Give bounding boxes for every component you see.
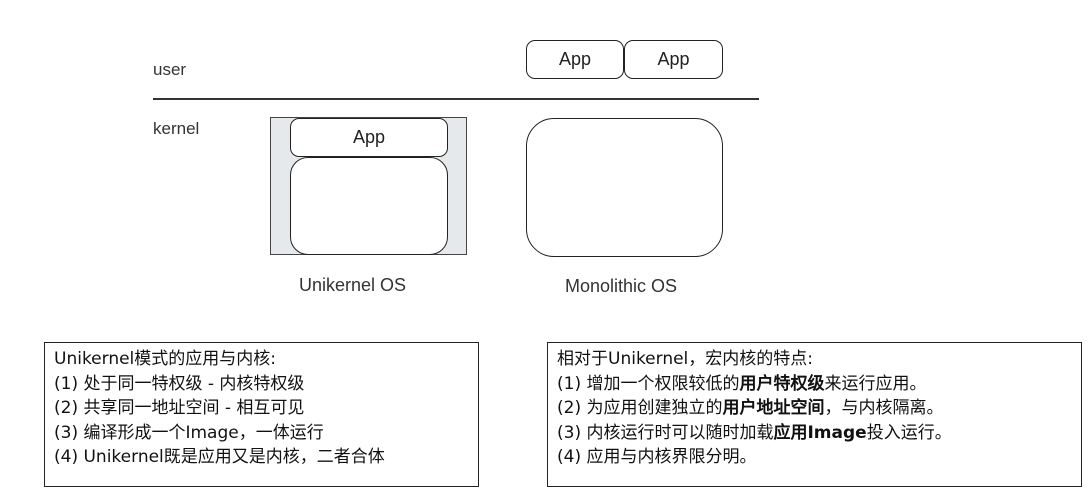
monolithic-notes-title: 相对于Unikernel，宏内核的特点: bbox=[557, 349, 814, 369]
note-emphasis: 应用Image bbox=[773, 422, 867, 443]
note-emphasis: 用户特权级 bbox=[739, 373, 825, 394]
unikernel-note-item: (2) 共享同一地址空间 - 相互可见 bbox=[54, 398, 305, 418]
monolithic-caption: Monolithic OS bbox=[565, 276, 678, 296]
note-text: ，与内核隔离。 bbox=[824, 398, 944, 418]
monolithic-note-item: (3) 内核运行时可以随时加载应用Image投入运行。 bbox=[557, 421, 1081, 446]
note-text: (2) 为应用创建独立的 bbox=[557, 398, 723, 418]
unikernel-notes-box: Unikernel模式的应用与内核: (1) 处于同一特权级 - 内核特权级 (… bbox=[44, 342, 479, 487]
unikernel-caption: Unikernel OS bbox=[299, 275, 407, 295]
kernel-layer-label: kernel bbox=[153, 119, 200, 138]
note-text: 投入运行。 bbox=[866, 422, 952, 443]
monolithic-app-box-2: App bbox=[624, 40, 723, 79]
monolithic-note-item: (4) 应用与内核界限分明。 bbox=[557, 445, 1081, 470]
monolithic-app-label-2: App bbox=[657, 49, 690, 69]
note-text: (4) 应用与内核界限分明。 bbox=[557, 447, 757, 467]
monolithic-app-label-1: App bbox=[558, 49, 592, 69]
note-emphasis: 用户地址空间 bbox=[722, 398, 825, 418]
note-text: (3) 内核运行时可以随时加载 bbox=[557, 422, 774, 443]
monolithic-notes-box: 相对于Unikernel，宏内核的特点: (1) 增加一个权限较低的用户特权级来… bbox=[547, 342, 1082, 487]
unikernel-kernel-box bbox=[290, 157, 448, 255]
monolithic-kernel-box bbox=[526, 118, 723, 257]
note-text: (1) 增加一个权限较低的 bbox=[557, 373, 740, 394]
unikernel-note-item: (3) 编译形成一个Image，一体运行 bbox=[54, 422, 324, 443]
monolithic-note-item: (2) 为应用创建独立的用户地址空间，与内核隔离。 bbox=[557, 396, 1081, 421]
user-layer-label: user bbox=[153, 60, 187, 79]
unikernel-note-item: (4) Unikernel既是应用又是内核，二者合体 bbox=[54, 447, 385, 467]
monolithic-note-item: (1) 增加一个权限较低的用户特权级来运行应用。 bbox=[557, 372, 1081, 397]
note-text: 来运行应用。 bbox=[824, 373, 927, 394]
unikernel-notes-title: Unikernel模式的应用与内核: bbox=[54, 349, 277, 369]
monolithic-app-box-1: App bbox=[526, 40, 624, 79]
unikernel-note-item: (1) 处于同一特权级 - 内核特权级 bbox=[54, 373, 305, 394]
unikernel-app-box: App bbox=[290, 118, 448, 157]
unikernel-app-label: App bbox=[352, 127, 386, 147]
user-kernel-divider bbox=[153, 98, 759, 100]
